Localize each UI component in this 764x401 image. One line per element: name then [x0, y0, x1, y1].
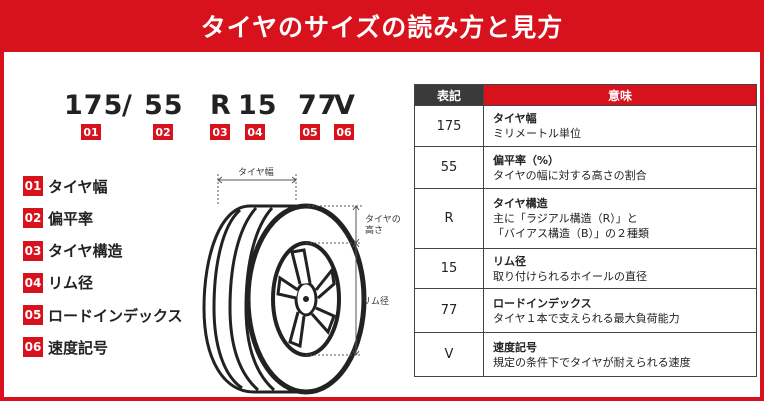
table-row: 175 タイヤ幅ミリメートル単位	[414, 105, 757, 147]
legend-item: 05 ロードインデックス	[23, 305, 183, 326]
header-code: 表記	[414, 84, 484, 106]
code-tag-01: 01	[81, 124, 101, 140]
code-construction: R	[210, 90, 232, 121]
row-desc: 規定の条件下でタイヤが耐えられる速度	[493, 355, 691, 369]
legend-item: 06 速度記号	[23, 337, 183, 358]
table-row: 55 偏平率（%）タイヤの幅に対する高さの割合	[414, 146, 757, 189]
row-code: R	[414, 188, 484, 249]
tire-width-dimension	[217, 174, 297, 206]
legend-num: 01	[23, 176, 43, 196]
row-code: V	[414, 332, 484, 377]
code-width: 175	[64, 90, 124, 121]
legend-item: 04 リム径	[23, 272, 183, 293]
code-slash: /	[122, 90, 133, 121]
legend-label: タイヤ構造	[48, 242, 123, 261]
row-meaning: リム径取り付けられるホイールの直径	[483, 248, 757, 289]
legend-num: 04	[23, 272, 43, 293]
table-row: 77 ロードインデックスタイヤ１本で支えられる最大負荷能力	[414, 288, 757, 333]
row-desc: ミリメートル単位	[493, 127, 581, 140]
legend-num: 06	[23, 337, 43, 358]
row-code: 55	[414, 146, 484, 189]
row-title: リム径	[493, 254, 526, 268]
legend-label: 偏平率	[48, 209, 94, 228]
row-title: 速度記号	[493, 340, 537, 354]
table-row: R タイヤ構造主に「ラジアル構造（R）」と 「バイアス構造（B）」の２種類	[414, 188, 757, 249]
code-aspect: 55	[144, 90, 184, 121]
tire-diagram: タイヤ幅 タイヤの	[202, 166, 401, 395]
content-panel: 175 / 55 R 15 77 V 01 02 03 04 05 06 01 …	[4, 52, 760, 397]
legend-label: 速度記号	[48, 338, 109, 357]
row-desc: 主に「ラジアル構造（R）」と 「バイアス構造（B）」の２種類	[493, 212, 650, 240]
code-tag-02: 02	[153, 124, 173, 140]
row-desc: タイヤ１本で支えられる最大負荷能力	[493, 311, 680, 325]
legend-list: 01 タイヤ幅 02 偏平率 03 タイヤ構造 04 リム径 05 ロードインデ…	[23, 176, 183, 370]
tire-height-label-2: 高さ	[365, 224, 383, 236]
code-speed: V	[334, 90, 356, 121]
row-title: タイヤ構造	[493, 197, 548, 210]
code-tag-03: 03	[210, 124, 230, 140]
legend-num: 03	[23, 240, 43, 261]
legend-num: 02	[23, 208, 43, 229]
row-desc: 取り付けられるホイールの直径	[493, 269, 647, 283]
tire-height-label-1: タイヤの	[365, 214, 401, 225]
row-meaning: タイヤ幅ミリメートル単位	[483, 105, 757, 147]
table-row: 15 リム径取り付けられるホイールの直径	[414, 248, 757, 289]
legend-item: 02 偏平率	[23, 208, 183, 229]
rim-dimension	[306, 242, 362, 356]
wheel-hub	[303, 296, 309, 302]
legend-num: 05	[23, 305, 43, 326]
row-code: 15	[414, 248, 484, 289]
row-title: 偏平率（%）	[493, 153, 560, 167]
header-meaning: 意味	[483, 84, 757, 106]
code-tag-06: 06	[334, 124, 354, 140]
table-header-row: 表記 意味	[414, 84, 757, 106]
legend-item: 03 タイヤ構造	[23, 240, 183, 261]
tire-height-dimension	[306, 205, 362, 244]
rim-diameter-label: リム径	[362, 295, 389, 307]
row-meaning: ロードインデックスタイヤ１本で支えられる最大負荷能力	[483, 288, 757, 333]
table-row: V 速度記号規定の条件下でタイヤが耐えられる速度	[414, 332, 757, 377]
row-title: ロードインデックス	[493, 296, 592, 310]
code-tag-05: 05	[300, 124, 320, 140]
code-load: 77	[298, 90, 338, 121]
row-meaning: 速度記号規定の条件下でタイヤが耐えられる速度	[483, 332, 757, 377]
page-title: タイヤのサイズの読み方と見方	[200, 13, 564, 42]
legend-label: ロードインデックス	[48, 306, 183, 325]
row-code: 77	[414, 288, 484, 333]
code-tag-04: 04	[245, 124, 265, 140]
tire-width-label: タイヤ幅	[238, 166, 274, 178]
legend-label: タイヤ幅	[48, 177, 108, 196]
row-desc: タイヤの幅に対する高さの割合	[493, 168, 647, 182]
legend-item: 01 タイヤ幅	[23, 176, 183, 196]
row-title: タイヤ幅	[493, 112, 537, 125]
spec-table: 表記 意味 175 タイヤ幅ミリメートル単位 55 偏平率（%）タイヤの幅に対す…	[414, 84, 757, 377]
header-banner: タイヤのサイズの読み方と見方	[0, 0, 764, 52]
code-rim: 15	[238, 90, 278, 121]
row-meaning: 偏平率（%）タイヤの幅に対する高さの割合	[483, 146, 757, 189]
legend-label: リム径	[48, 274, 94, 293]
row-code: 175	[414, 105, 484, 147]
row-meaning: タイヤ構造主に「ラジアル構造（R）」と 「バイアス構造（B）」の２種類	[483, 188, 757, 249]
wheel-spokes	[276, 248, 336, 349]
